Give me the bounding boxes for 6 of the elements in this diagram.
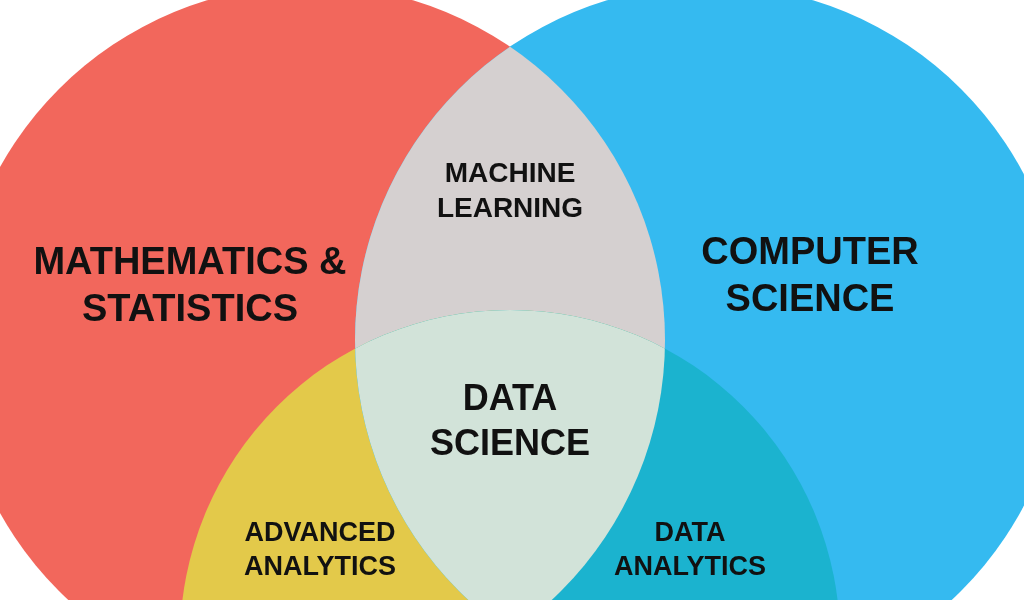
region-label: DATA SCIENCE	[429, 376, 591, 465]
region-label: MACHINE LEARNING	[435, 156, 585, 225]
region-label: MATHEMATICS & STATISTICS	[32, 238, 348, 331]
region-label: ADVANCED ANALYTICS	[243, 516, 397, 583]
region-label: DATA ANALYTICS	[613, 516, 767, 583]
region-label: COMPUTER SCIENCE	[700, 228, 920, 321]
